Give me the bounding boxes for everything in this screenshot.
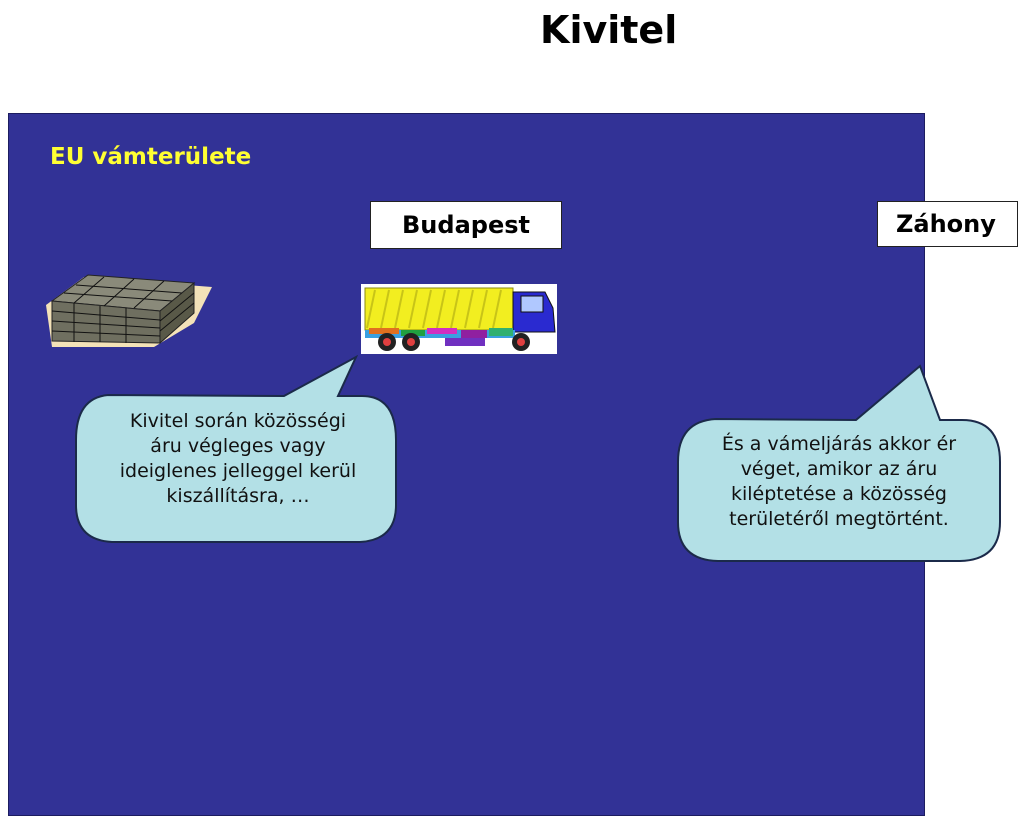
wooden-pallet-icon (46, 274, 212, 347)
bubble-line: területéről megtörtént. (729, 508, 949, 530)
truck-icon (361, 284, 557, 354)
bubble-line: És a vámeljárás akkor ér (721, 433, 957, 455)
bubble-line: véget, amikor az áru (740, 458, 938, 480)
bubble-line: áru végleges vagy (150, 435, 326, 457)
region-label: EU vámterülete (50, 144, 252, 170)
border-city-label: Záhony (877, 201, 1018, 247)
bubble-line: ideiglenes jelleggel kerül (119, 460, 357, 482)
origin-city-label: Budapest (370, 201, 562, 249)
bubble-line: kiszállításra, … (166, 485, 310, 507)
bubble-line: Kivitel során közösségi (129, 410, 347, 432)
bubble-line: kiléptetése a közösség (731, 483, 947, 505)
left-bubble-text: Kivitel során közösségi áru végleges vag… (88, 409, 388, 509)
slide-title: Kivitel (540, 8, 678, 52)
right-bubble-text: És a vámeljárás akkor ér véget, amikor a… (684, 432, 994, 532)
